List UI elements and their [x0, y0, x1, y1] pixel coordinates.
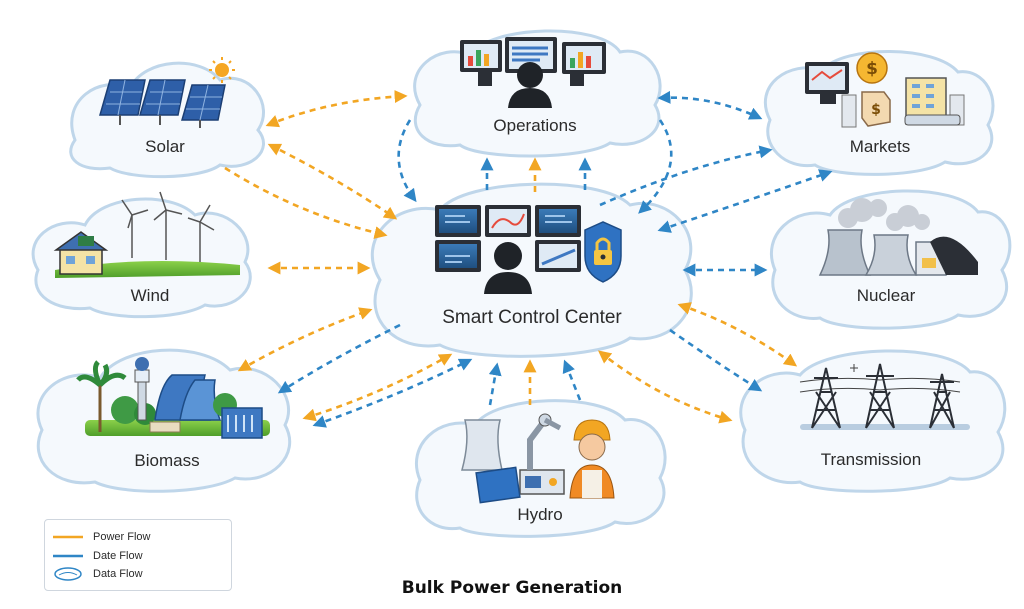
data-flow-hydro-center-b: [562, 359, 582, 401]
data-flow-operations-center-right: [638, 119, 673, 214]
node-label-markets: Markets: [850, 137, 910, 156]
legend-item-date-flow: Date Flow: [53, 548, 143, 564]
wind-farm-illustration: [53, 191, 240, 278]
node-label-wind: Wind: [131, 286, 170, 305]
power-flow-solar-center-2: [224, 166, 388, 239]
data-flow-center-transmission: [669, 328, 763, 392]
power-flow-biomass-center: [237, 307, 373, 372]
price-tag-icon: $: [861, 91, 891, 127]
flow-arrows: [224, 90, 833, 428]
data-flow-operations-markets: [657, 90, 763, 120]
operator-person-icon: [484, 242, 532, 294]
data-flow-center-markets-2: [599, 145, 773, 207]
legend-label: Power Flow: [93, 531, 151, 543]
hydro-illustration: [461, 413, 615, 504]
center-label: Smart Control Center: [442, 307, 622, 328]
cloud-wind: [31, 197, 252, 319]
power-flow-solar-center: [267, 143, 398, 220]
data-flow-center-biomass: [277, 323, 401, 394]
power-flow-solar-operations: [265, 90, 408, 128]
operator-person-icon: [508, 62, 552, 108]
wind-turbine-icon: [121, 191, 215, 262]
data-flow-center-markets: [657, 169, 833, 233]
node-label-nuclear: Nuclear: [857, 286, 916, 305]
power-tower-icon: [811, 363, 955, 429]
control-center-illustration: [435, 205, 622, 294]
legend-label: Data Flow: [93, 568, 143, 580]
engineer-person-icon: [569, 419, 615, 499]
diagram-title: Bulk Power Generation: [401, 578, 623, 598]
nuclear-plant-illustration: [818, 198, 978, 276]
svg-text:$: $: [871, 102, 881, 118]
dollar-coin-icon: $: [856, 52, 888, 84]
robot-arm-icon: [519, 413, 565, 495]
legend: Power Flow Date Flow Data Flow: [44, 519, 232, 591]
orange-line-swatch: [53, 535, 83, 539]
blue-line-swatch: [53, 554, 83, 558]
markets-illustration: $ $: [805, 52, 965, 128]
steam-cloud-icon: [838, 198, 930, 231]
house-icon: [53, 231, 109, 275]
solar-panels-illustration: [99, 57, 235, 128]
security-lock-icon: [584, 221, 622, 283]
cloud-transmission: [739, 349, 1007, 493]
biomass-plant-illustration: [76, 357, 270, 439]
operations-illustration: [460, 37, 606, 108]
legend-item-data-flow: Data Flow: [53, 566, 143, 582]
svg-text:$: $: [866, 59, 878, 79]
legend-label: Date Flow: [93, 550, 143, 562]
legend-item-power-flow: Power Flow: [53, 529, 150, 545]
data-flow-biomass-center-2: [312, 358, 473, 428]
node-label-operations: Operations: [493, 116, 576, 135]
node-label-transmission: Transmission: [821, 450, 921, 469]
blue-ellipse-swatch: [54, 567, 82, 581]
node-label-biomass: Biomass: [134, 451, 199, 470]
power-flow-center-nuclear-tr: [677, 302, 798, 367]
transmission-towers-illustration: [799, 363, 970, 430]
data-flow-operations-center-left: [397, 119, 417, 203]
data-flow-hydro-center-a: [488, 362, 502, 406]
power-flow-center-transmission: [597, 350, 733, 424]
node-label-solar: Solar: [145, 137, 185, 156]
sun-icon: [209, 57, 235, 83]
node-label-hydro: Hydro: [517, 505, 562, 524]
